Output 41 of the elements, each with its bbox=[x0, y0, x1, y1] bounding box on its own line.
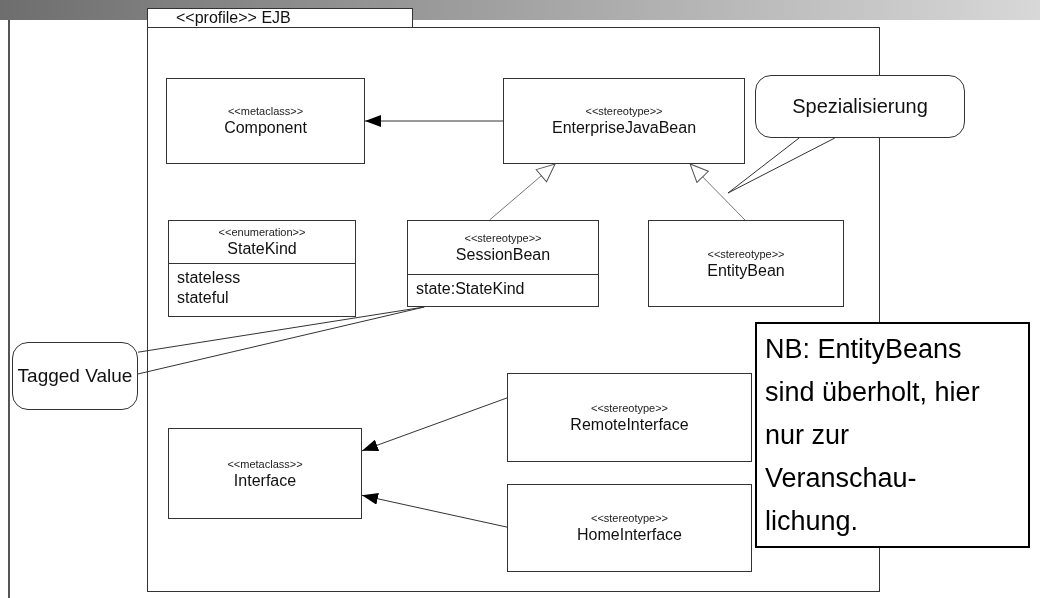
class-name: RemoteInterface bbox=[570, 414, 689, 435]
class-name: Interface bbox=[233, 470, 297, 491]
class-name: HomeInterface bbox=[577, 525, 682, 545]
note-text: NB: EntityBeans sind überholt, hier nur zur Veranschau- lichung. bbox=[765, 333, 980, 538]
class-box bbox=[168, 220, 356, 317]
class-name: SessionBean bbox=[455, 244, 551, 265]
class-box bbox=[507, 373, 752, 462]
association-arrow bbox=[361, 492, 508, 528]
generalization-arrow bbox=[689, 163, 746, 221]
class-box bbox=[648, 220, 844, 307]
package-tab: <<profile>> EJB bbox=[147, 8, 413, 27]
stereotype-label: <<stereotype>> bbox=[590, 511, 669, 525]
class-name: EnterpriseJavaBean bbox=[551, 118, 697, 138]
stereotype-label: <<stereotype>> bbox=[464, 230, 542, 245]
class-box bbox=[168, 428, 362, 519]
stereotype-label: <<enumeration>> bbox=[218, 225, 306, 239]
class-name: EntityBean bbox=[707, 260, 785, 281]
class-box bbox=[507, 484, 752, 572]
stereotype-label: <<stereotype>> bbox=[585, 104, 663, 118]
callout-text: Tagged Value bbox=[17, 365, 133, 387]
callout-tail bbox=[727, 137, 836, 194]
stereotype-label: <<stereotype>> bbox=[590, 400, 669, 415]
class-box bbox=[166, 78, 365, 164]
stereotype-label: <<metaclass>> bbox=[227, 456, 303, 471]
note-box bbox=[755, 322, 1030, 548]
class-box bbox=[503, 78, 745, 164]
callout-bubble bbox=[755, 75, 965, 138]
stereotype-label: <<stereotype>> bbox=[707, 246, 785, 261]
class-name: StateKind bbox=[227, 239, 297, 259]
stereotype-label: <<metaclass>> bbox=[227, 104, 304, 118]
callout-tail bbox=[137, 306, 425, 375]
class-name: Component bbox=[224, 118, 307, 138]
attribute-text: stateful bbox=[177, 288, 230, 308]
association-arrow bbox=[364, 115, 504, 127]
callout-bubble bbox=[12, 342, 138, 410]
association-arrow bbox=[361, 397, 508, 452]
generalization-arrow bbox=[489, 163, 556, 221]
class-box bbox=[407, 220, 599, 307]
attribute-text: state:StateKind bbox=[416, 279, 526, 299]
attribute-text: stateless bbox=[177, 268, 242, 288]
callout-text: Spezialisierung bbox=[792, 95, 928, 118]
